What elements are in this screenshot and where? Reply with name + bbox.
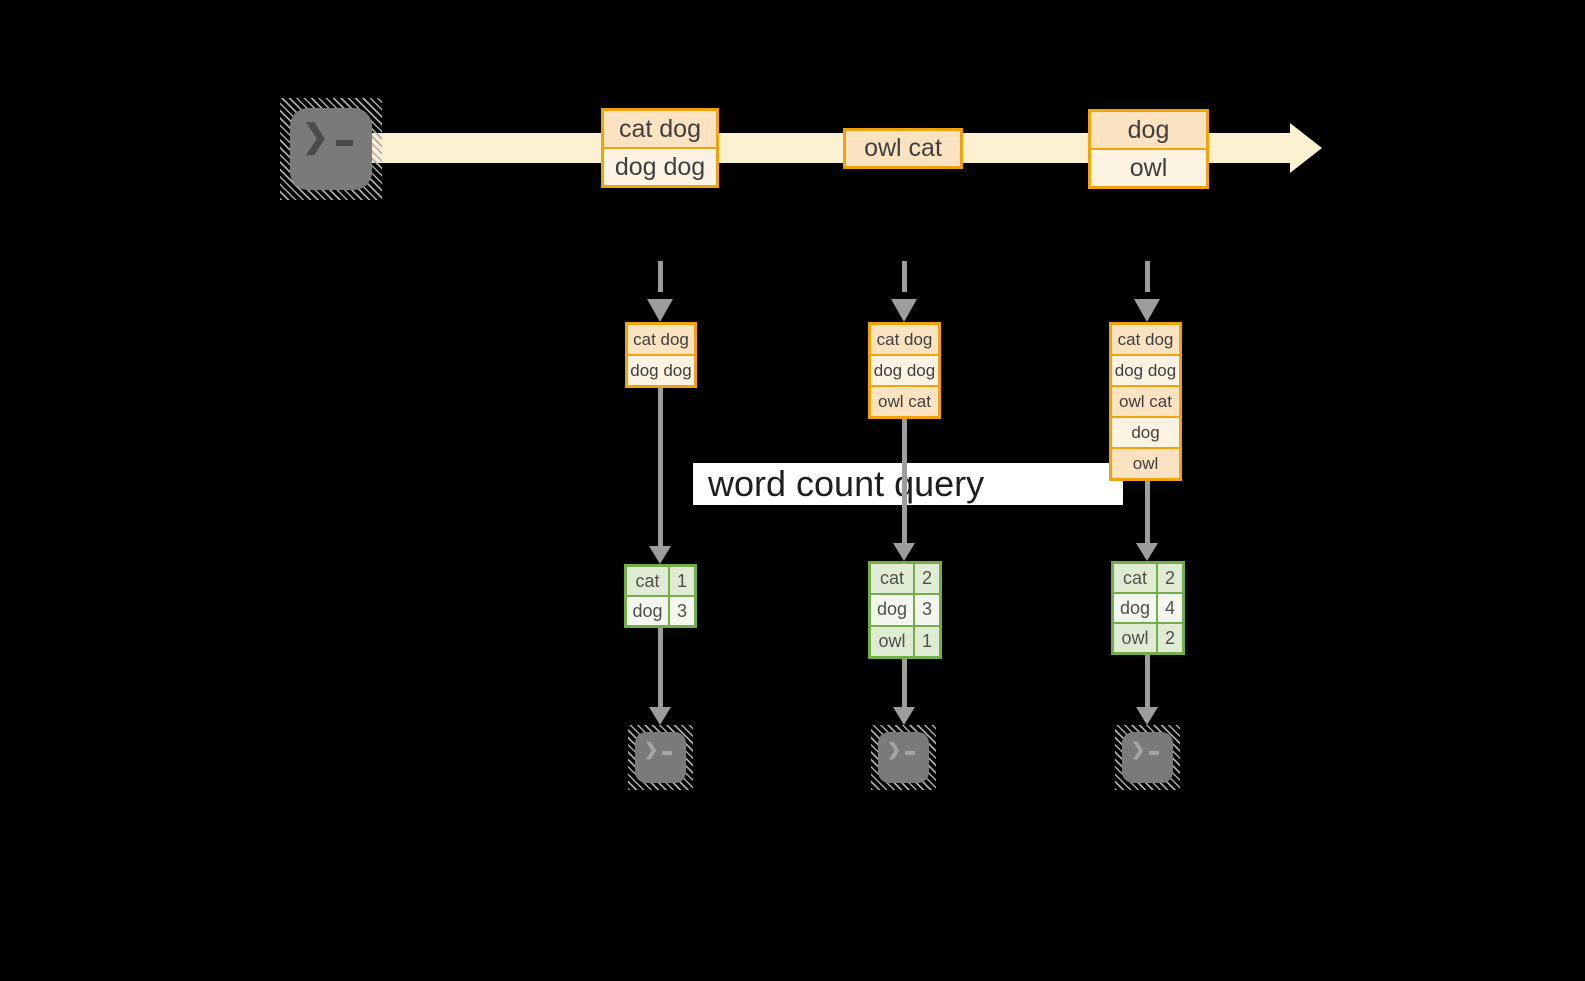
word-cell: owl <box>871 626 913 656</box>
terminal-prompt-icon: ❯ <box>1122 732 1173 758</box>
stream-event-row: owl <box>1091 148 1206 186</box>
chevron-icon: ❯ <box>644 740 659 759</box>
chevron-icon: ❯ <box>1131 740 1146 759</box>
count-cell: 2 <box>1158 564 1182 592</box>
count-cell: 1 <box>670 567 694 595</box>
output-terminal-icon: ❯ <box>1115 725 1180 790</box>
underscore-icon <box>1149 751 1160 755</box>
buffer-row: dog dog <box>1112 354 1179 385</box>
output-flow-line <box>1145 655 1150 707</box>
stream-event-row: dog <box>1091 112 1206 148</box>
terminal-prompt-icon: ❯ <box>878 732 929 758</box>
count-cell: 4 <box>1158 594 1182 622</box>
query-flow-line <box>902 416 907 543</box>
terminal-icon: ❯ <box>290 108 372 190</box>
ingest-arrowhead-icon <box>1134 299 1160 322</box>
flow-arrowhead-icon <box>649 546 671 564</box>
ingest-arrowhead-icon <box>647 299 673 322</box>
query-flow-line <box>658 386 663 546</box>
buffer-box: cat dog dog dog owl cat <box>868 322 941 419</box>
buffer-row: owl cat <box>1112 385 1179 416</box>
stream-event-row: dog dog <box>604 147 716 185</box>
ingest-arrowhead-icon <box>891 299 917 322</box>
count-cell: 2 <box>915 564 939 594</box>
buffer-row: owl cat <box>871 385 938 416</box>
word-count-table: cat 2 dog 4 owl 2 <box>1111 561 1185 655</box>
count-cell: 3 <box>670 597 694 625</box>
ingest-arrow-dash <box>1145 261 1150 292</box>
terminal-prompt-icon: ❯ <box>635 732 686 758</box>
count-cell: 2 <box>1158 624 1182 652</box>
stream-event-box: dog owl <box>1088 109 1209 189</box>
output-terminal-icon: ❯ <box>871 725 936 790</box>
count-cell: 3 <box>915 595 939 625</box>
flow-arrowhead-icon <box>893 543 915 561</box>
ingest-arrow-dash <box>658 261 663 292</box>
word-cell: owl <box>1114 624 1156 652</box>
underscore-icon <box>335 140 353 146</box>
output-flow-line <box>902 659 907 707</box>
source-terminal-icon: ❯ <box>280 98 382 200</box>
buffer-row: cat dog <box>1112 325 1179 354</box>
terminal-icon: ❯ <box>635 732 686 783</box>
chevron-icon: ❯ <box>887 740 902 759</box>
buffer-row: dog dog <box>871 354 938 385</box>
word-count-table: cat 2 dog 3 owl 1 <box>868 561 942 659</box>
output-flow-line <box>658 628 663 707</box>
stream-event-box: owl cat <box>843 128 963 169</box>
flow-arrowhead-icon <box>893 707 915 725</box>
word-cell: cat <box>871 564 913 594</box>
terminal-prompt-icon: ❯ <box>290 108 372 152</box>
chevron-icon: ❯ <box>302 118 329 154</box>
buffer-row: owl <box>1112 447 1179 478</box>
stream-event-row: cat dog <box>604 111 716 147</box>
output-terminal-icon: ❯ <box>628 725 693 790</box>
flow-arrowhead-icon <box>1136 543 1158 561</box>
count-cell: 1 <box>915 626 939 656</box>
word-count-table: cat 1 dog 3 <box>624 564 697 628</box>
word-cell: cat <box>627 567 668 595</box>
buffer-box: cat dog dog dog owl cat dog owl <box>1109 322 1182 481</box>
flow-arrowhead-icon <box>649 707 671 725</box>
word-cell: dog <box>871 595 913 625</box>
terminal-icon: ❯ <box>1122 732 1173 783</box>
buffer-row: cat dog <box>628 325 694 354</box>
stream-event-box: cat dog dog dog <box>601 108 719 188</box>
terminal-icon: ❯ <box>878 732 929 783</box>
query-label: word count query <box>693 463 1123 505</box>
underscore-icon <box>905 751 916 755</box>
flow-arrowhead-icon <box>1136 707 1158 725</box>
buffer-row: dog <box>1112 416 1179 447</box>
ingest-arrow-dash <box>902 261 907 292</box>
word-cell: cat <box>1114 564 1156 592</box>
buffer-box: cat dog dog dog <box>625 322 697 388</box>
stream-event-row: owl cat <box>846 131 960 166</box>
word-cell: dog <box>627 597 668 625</box>
query-flow-line <box>1145 479 1150 543</box>
word-cell: dog <box>1114 594 1156 622</box>
buffer-row: cat dog <box>871 325 938 354</box>
buffer-row: dog dog <box>628 354 694 385</box>
stream-arrowhead-icon <box>1290 123 1322 173</box>
underscore-icon <box>662 751 673 755</box>
